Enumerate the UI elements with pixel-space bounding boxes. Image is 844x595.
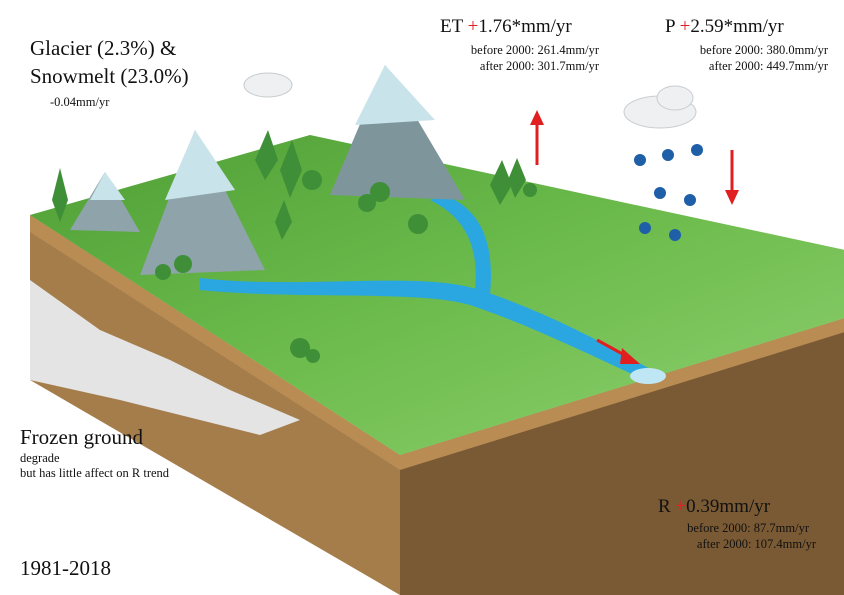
period-label: 1981-2018 [20,556,111,580]
p-heading: P +2.59*mm/yr [665,16,784,37]
river-outlet [630,368,666,384]
runoff-arrow-icon [596,338,640,364]
rain-drops-icon [634,144,703,241]
cloud-icon [243,72,697,129]
et-before: before 2000: 261.4mm/yr [470,43,599,57]
river [200,278,655,380]
r-heading: R +0.39mm/yr [658,496,771,517]
frozen-line1: degrade [20,451,60,465]
soil-front-face [400,318,844,595]
p-after: after 2000: 449.7mm/yr [708,59,828,73]
et-after: after 2000: 301.7mm/yr [479,59,599,73]
et-up-arrow-icon [530,110,544,165]
frozen-title: Frozen ground [20,425,144,449]
r-before: before 2000: 87.7mm/yr [687,521,809,535]
river-branch [430,195,491,295]
p-down-arrow-icon [725,150,739,205]
p-before: before 2000: 380.0mm/yr [699,43,828,57]
glacier-title-line1: Glacier (2.3%) & [30,36,177,60]
glacier-title-line2: Snowmelt (23.0%) [30,64,189,88]
trees [52,130,537,363]
frozen-ground [30,280,300,435]
mountains [70,65,465,275]
glacier-trend: -0.04mm/yr [50,95,110,109]
frozen-line2: but has little affect on R trend [20,466,170,480]
r-after: after 2000: 107.4mm/yr [696,537,816,551]
et-heading: ET +1.76*mm/yr [440,16,572,37]
